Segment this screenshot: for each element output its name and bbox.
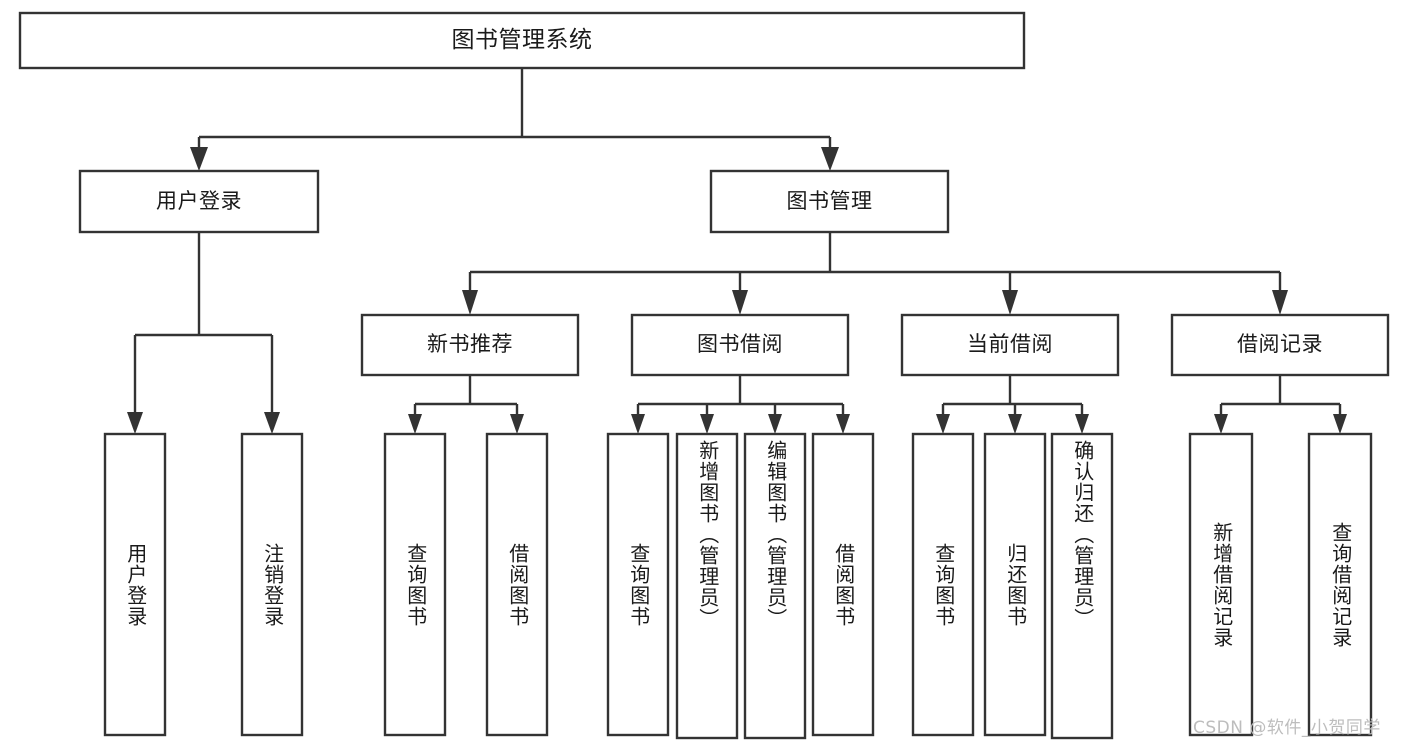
node-box-leaf-add-record[interactable] — [1188, 432, 1254, 737]
arrow-bm-to-recommend — [462, 290, 478, 315]
node-box-leaf-query-book-3[interactable] — [911, 432, 975, 737]
node-box-borrow-record[interactable] — [1170, 313, 1390, 377]
arrow-bm-to-record — [1272, 290, 1288, 315]
arrow-br-to-leaf2 — [1333, 414, 1347, 434]
node-box-leaf-query-record[interactable] — [1307, 432, 1373, 737]
arrow-bb-to-leaf4 — [836, 414, 850, 434]
node-box-leaf-query-book-2[interactable] — [606, 432, 670, 737]
node-box-user-login[interactable] — [78, 169, 320, 234]
arrow-rec-to-leaf1 — [408, 414, 422, 434]
node-box-leaf-confirm-return[interactable] — [1050, 432, 1114, 740]
connector-group-root — [190, 68, 839, 171]
node-box-leaf-query-book-1[interactable] — [383, 432, 447, 737]
node-box-leaf-borrow-book-2[interactable] — [811, 432, 875, 737]
node-box-current-borrow[interactable] — [900, 313, 1120, 377]
arrow-bb-to-leaf3 — [768, 414, 782, 434]
arrow-ul-to-leaf1 — [127, 412, 143, 434]
csdn-watermark: CSDN @软件_小贺同学 — [1193, 718, 1381, 738]
node-box-leaf-add-book[interactable] — [675, 432, 739, 740]
arrow-rec-to-leaf2 — [510, 414, 524, 434]
node-box-leaf-edit-book[interactable] — [743, 432, 807, 740]
node-box-leaf-borrow-book-1[interactable] — [485, 432, 549, 737]
arrow-root-to-user-login — [190, 147, 208, 171]
arrow-bb-to-leaf2 — [700, 414, 714, 434]
arrow-bm-to-current — [1002, 290, 1018, 315]
arrow-cb-to-leaf3 — [1075, 414, 1089, 434]
connector-group-current-borrow — [936, 375, 1089, 434]
arrow-root-to-book-manage — [821, 147, 839, 171]
connector-group-borrow-record — [1214, 375, 1347, 434]
connector-group-user-login — [127, 232, 280, 434]
arrow-bm-to-borrow — [732, 290, 748, 315]
arrow-cb-to-leaf1 — [936, 414, 950, 434]
arrow-cb-to-leaf2 — [1008, 414, 1022, 434]
node-box-leaf-return-book[interactable] — [983, 432, 1047, 737]
node-box-new-book-recommend[interactable] — [360, 313, 580, 377]
connector-group-new-book-recommend — [408, 375, 524, 434]
node-box-book-borrow[interactable] — [630, 313, 850, 377]
node-box-leaf-user-login[interactable] — [103, 432, 167, 737]
arrow-bb-to-leaf1 — [631, 414, 645, 434]
node-box-root[interactable] — [18, 11, 1026, 70]
arrow-ul-to-leaf2 — [264, 412, 280, 434]
node-box-book-manage[interactable] — [709, 169, 950, 234]
connector-group-book-borrow — [631, 375, 850, 434]
arrow-br-to-leaf1 — [1214, 414, 1228, 434]
connector-group-book-manage — [462, 232, 1288, 315]
node-box-leaf-logout[interactable] — [240, 432, 304, 737]
